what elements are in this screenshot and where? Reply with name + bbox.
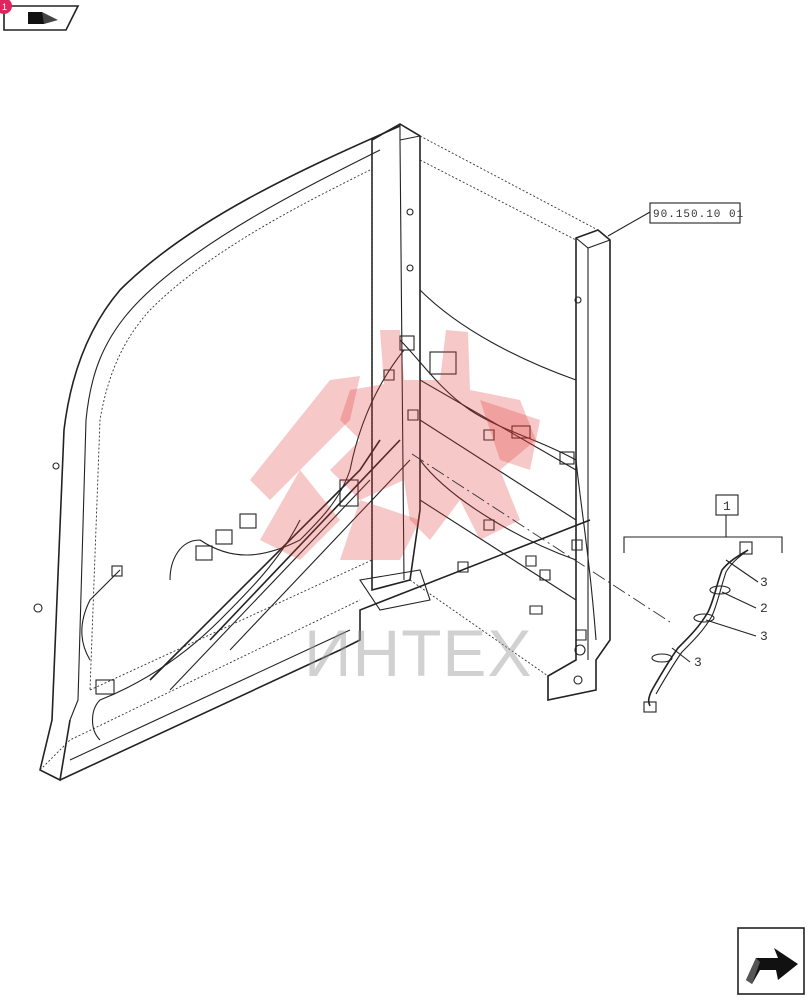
reference-callout[interactable]: 90.150.10 01 <box>607 202 744 237</box>
callout-3-lower: 3 <box>694 655 702 670</box>
view-orientation-icon <box>28 12 58 24</box>
next-page-button[interactable] <box>737 927 805 995</box>
callout-2: 2 <box>760 601 768 616</box>
next-page-arrow-icon <box>746 948 798 984</box>
watermark: ИНТЕХ <box>250 330 540 690</box>
header-view-tab[interactable]: 1 <box>0 0 80 31</box>
watermark-logo-icon <box>250 330 540 560</box>
wire-harness-part <box>643 541 753 713</box>
kit-label-box[interactable]: 1 <box>715 494 739 516</box>
explode-leader-line <box>411 453 671 623</box>
cab-frame-drawing <box>33 123 611 782</box>
corner-badge <box>0 0 12 14</box>
callout-3-middle: 3 <box>760 629 768 644</box>
watermark-text: ИНТЕХ <box>304 616 532 690</box>
kit-label: 1 <box>723 499 731 514</box>
callout-3-upper: 3 <box>760 575 768 590</box>
corner-badge-label: 1 <box>2 2 7 12</box>
reference-code: 90.150.10 01 <box>653 209 744 221</box>
kit-exploded-view: 1 3 2 3 3 <box>623 494 783 713</box>
